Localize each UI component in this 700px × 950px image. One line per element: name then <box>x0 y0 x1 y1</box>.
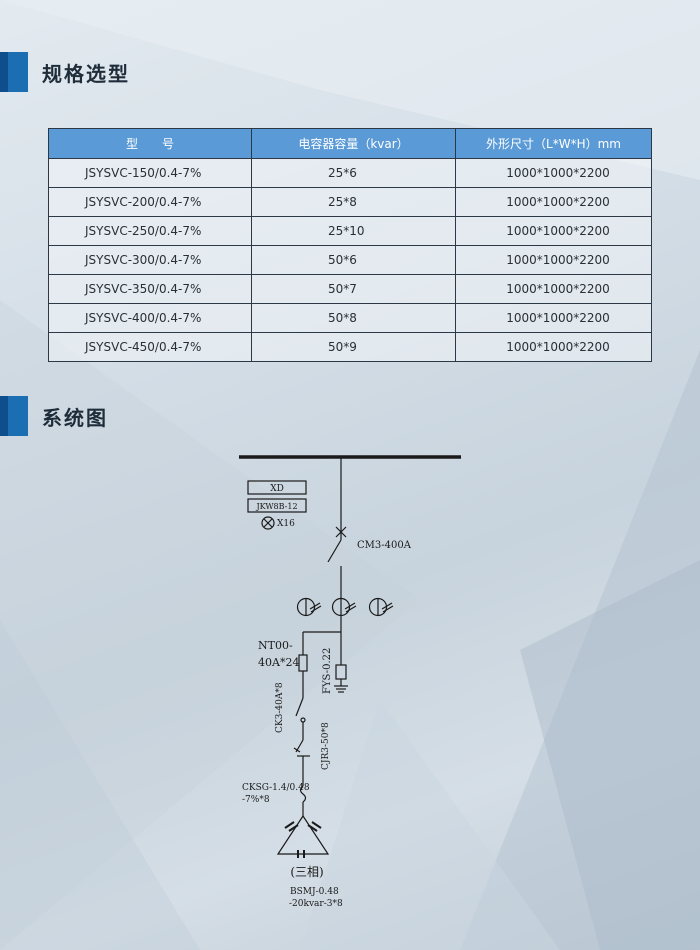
box-jkw-label: JKW8B-12 <box>255 502 297 511</box>
cell-dimensions: 1000*1000*2200 <box>455 216 652 246</box>
cell-model: JSYSVC-250/0.4-7% <box>48 216 252 246</box>
breaker-symbol <box>327 526 347 598</box>
section-header-diagram: 系统图 <box>0 396 108 436</box>
contactor-symbol <box>295 697 306 740</box>
arrester-symbol <box>334 664 348 693</box>
lamp-icon <box>261 516 275 530</box>
section-title-spec: 规格选型 <box>42 61 130 86</box>
cell-model: JSYSVC-350/0.4-7% <box>48 274 252 304</box>
capacitor-label-line1: BSMJ-0.48 <box>290 887 339 897</box>
reactor-label-line1: CKSG-1.4/0.48 <box>242 783 310 793</box>
cell-model: JSYSVC-200/0.4-7% <box>48 187 252 217</box>
switch-symbol <box>293 739 310 786</box>
cell-capacity: 50*6 <box>251 245 456 275</box>
cjr-label: CJR3-50*8 <box>321 722 331 770</box>
cell-model: JSYSVC-300/0.4-7% <box>48 245 252 275</box>
table-row: JSYSVC-300/0.4-7% 50*6 1000*1000*2200 <box>48 245 652 275</box>
reactor-symbol <box>299 785 307 803</box>
three-phase-label: (三相) <box>290 865 323 879</box>
breaker-label: CM3-400A <box>357 540 412 551</box>
fuse-label-line1: NT00- <box>258 639 293 652</box>
box-jkw <box>247 498 307 513</box>
table-row: JSYSVC-350/0.4-7% 50*7 1000*1000*2200 <box>48 274 652 304</box>
table-row: JSYSVC-450/0.4-7% 50*9 1000*1000*2200 <box>48 332 652 362</box>
cell-capacity: 50*7 <box>251 274 456 304</box>
fuse-label-line2: 40A*24 <box>258 656 299 669</box>
cell-model: JSYSVC-450/0.4-7% <box>48 332 252 362</box>
box-xd-label: XD <box>270 484 284 494</box>
arrester-label: FYS-0.22 <box>322 648 333 694</box>
lamp-label: X16 <box>277 519 295 529</box>
reactor-label-line2: -7%*8 <box>242 795 270 805</box>
capacitor-bank-symbol <box>276 814 330 858</box>
table-row: JSYSVC-250/0.4-7% 25*10 1000*1000*2200 <box>48 216 652 246</box>
spec-table: 型 号 电容器容量（kvar） 外形尺寸（L*W*H）mm JSYSVC-150… <box>48 128 652 362</box>
fuse-symbol <box>298 654 308 672</box>
ck3-label: CK3-40A*8 <box>275 682 285 733</box>
section-header-spec: 规格选型 <box>0 52 130 92</box>
cell-dimensions: 1000*1000*2200 <box>455 303 652 333</box>
cell-dimensions: 1000*1000*2200 <box>455 332 652 362</box>
cell-dimensions: 1000*1000*2200 <box>455 274 652 304</box>
cell-dimensions: 1000*1000*2200 <box>455 187 652 217</box>
capacitor-label-line2: -20kvar-3*8 <box>289 899 343 909</box>
column-header-capacity: 电容器容量（kvar） <box>251 128 456 159</box>
current-transformer-symbols <box>296 597 394 617</box>
cell-capacity: 50*9 <box>251 332 456 362</box>
column-header-model: 型 号 <box>48 128 252 159</box>
box-xd <box>247 480 307 495</box>
table-row: JSYSVC-200/0.4-7% 25*8 1000*1000*2200 <box>48 187 652 217</box>
section-title-diagram: 系统图 <box>42 405 108 430</box>
cell-dimensions: 1000*1000*2200 <box>455 158 652 188</box>
cell-capacity: 25*8 <box>251 187 456 217</box>
